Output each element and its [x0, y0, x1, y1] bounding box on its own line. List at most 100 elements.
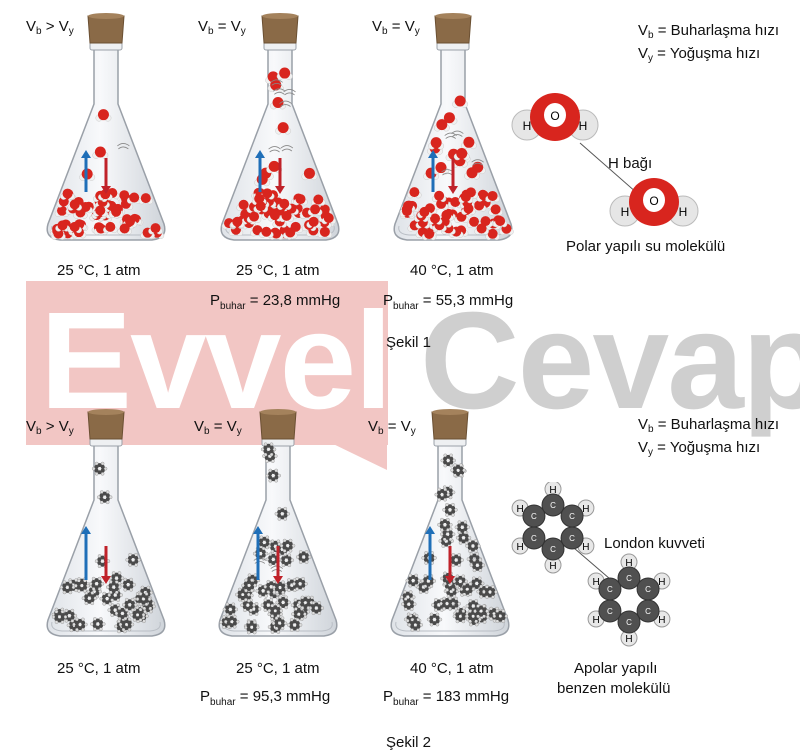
h-atom-label: H — [625, 634, 632, 645]
water-particle — [421, 228, 437, 241]
f1-flask-2 — [220, 13, 340, 241]
f2-flask1-rate-relation: Vb > Vy — [26, 418, 74, 437]
benzene-particle — [295, 550, 312, 564]
water-particle — [67, 221, 82, 234]
water-particle — [464, 167, 480, 180]
f2-flask3-rate-relation: Vb = Vy — [368, 418, 416, 437]
c-atom-label: C — [645, 607, 651, 616]
benzene-particle — [244, 620, 260, 635]
benzene-particle — [135, 592, 152, 606]
h-atom-label: H — [679, 205, 688, 219]
benzene-particle — [241, 578, 257, 593]
benzene-particle — [448, 553, 464, 567]
water-particle — [452, 95, 469, 108]
water-particle — [246, 211, 262, 223]
h-atom-label: H — [516, 542, 523, 553]
water-particle — [282, 227, 298, 239]
water-particle — [95, 109, 112, 122]
benzene-particle — [459, 582, 476, 597]
h-atom-label: H — [592, 615, 599, 626]
water-particle — [267, 79, 284, 92]
watermark-cevap: Cevap — [420, 284, 800, 438]
water-particle — [321, 213, 337, 225]
watermark-banner — [26, 281, 388, 445]
benzene-caption-line1: Apolar yapılı — [574, 660, 658, 677]
f1-flask2-pressure: Pbuhar = 23,8 mmHg — [210, 292, 341, 312]
benzene-particle — [401, 597, 417, 612]
water-particle — [428, 137, 445, 150]
h-atom-label: H — [592, 577, 599, 588]
c-atom-label: C — [607, 607, 613, 616]
benzene-particle — [59, 580, 76, 595]
water-particle — [433, 119, 450, 132]
water-particle — [60, 188, 75, 200]
water-particle — [259, 226, 274, 238]
water-particle — [399, 206, 415, 218]
f1-flask3-rate-relation: Vb = Vy — [372, 18, 420, 37]
f1-flask2-rate-relation: Vb = Vy — [198, 18, 246, 37]
water-particle — [431, 190, 447, 203]
f1-legend: Vb = Buharlaşma hızı Vy = Yoğuşma hızı — [638, 22, 779, 68]
f2-legend-vb: Vb = Buharlaşma hızı — [638, 416, 780, 435]
f1-legend-vb: Vb = Buharlaşma hızı — [638, 22, 780, 41]
h-bond-label: H bağı — [608, 155, 653, 172]
water-molecule-2: H H O — [609, 178, 699, 227]
f2-legend: Vb = Buharlaşma hızı Vy = Yoğuşma hızı — [638, 416, 779, 462]
water-particle — [108, 206, 124, 218]
water-particle — [93, 205, 108, 217]
benzene-particle — [465, 539, 481, 553]
f2-flask3-condition: 40 °C, 1 atm — [410, 660, 494, 677]
water-particle — [122, 216, 138, 228]
f2-legend-vy: Vy = Yoğuşma hızı — [638, 439, 761, 458]
water-particle — [267, 210, 283, 222]
benzene-particle — [224, 614, 240, 629]
h-atom-label: H — [625, 558, 632, 569]
benzene-particle — [118, 617, 135, 632]
water-particle — [56, 196, 72, 208]
watermark-banner-tail — [325, 440, 387, 470]
f1-flask1-rate-relation: Vb > Vy — [26, 18, 74, 37]
benzene-particle — [426, 612, 443, 627]
benzene-particle — [120, 577, 136, 592]
water-molecule-caption: Polar yapılı su molekülü — [566, 238, 726, 255]
water-particle — [276, 67, 293, 80]
water-particle — [485, 228, 500, 241]
water-particle — [306, 216, 321, 228]
f1-legend-vy: Vy = Yoğuşma hızı — [638, 45, 761, 64]
benzene-particle — [297, 595, 314, 610]
benzene-particle — [442, 502, 458, 517]
h-atom-label: H — [582, 542, 589, 553]
benzene-caption-line2: benzen molekülü — [557, 680, 671, 697]
benzene-particle — [407, 617, 424, 632]
benzene-particle — [265, 468, 281, 483]
water-particle — [307, 204, 323, 216]
water-particle — [492, 216, 508, 228]
benzene-particle — [81, 591, 98, 606]
f1-flask-1 — [46, 13, 166, 241]
water-particle — [51, 228, 66, 240]
water-particle — [103, 221, 118, 234]
benzene-particle — [275, 595, 291, 610]
water-particle — [293, 194, 308, 206]
benzene-particle — [51, 610, 68, 624]
benzene-particle — [222, 602, 239, 617]
benzene-particle — [286, 618, 303, 632]
benzene-particle — [440, 453, 456, 468]
benzene-particle — [122, 597, 138, 612]
h-atom-label: H — [658, 615, 665, 626]
f2-flask3-pressure: Pbuhar = 183 mmHg — [383, 688, 510, 708]
c-atom-label: C — [550, 545, 556, 554]
f1-flask-3 — [393, 13, 514, 241]
water-particle — [474, 223, 489, 235]
water-molecule-1: H H O — [511, 93, 599, 141]
benzene-particle — [90, 617, 106, 631]
london-force-label: London kuvveti — [604, 535, 705, 552]
benzene-particle — [267, 603, 283, 618]
water-particle — [138, 193, 154, 205]
benzene-particle — [260, 442, 277, 457]
f1-flask3-condition: 40 °C, 1 atm — [410, 262, 494, 279]
water-particle — [275, 122, 292, 135]
water-particle — [98, 189, 113, 201]
